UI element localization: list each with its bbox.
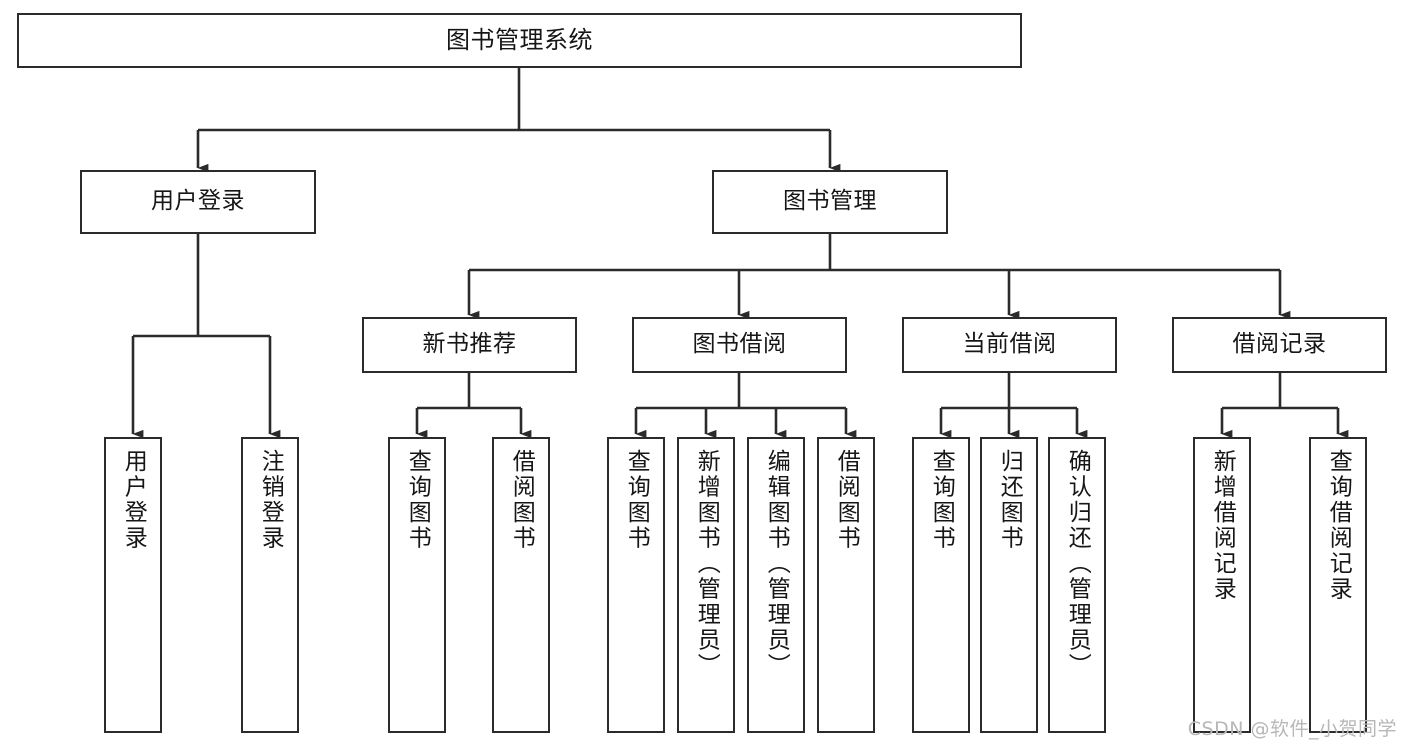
leaf-borrow-record-query[interactable]: 查询借阅记录 <box>1309 437 1367 733</box>
node-label: 新增借阅记录 <box>1209 449 1236 602</box>
node-label: 新书推荐 <box>422 331 517 358</box>
node-label: 查询图书 <box>404 449 431 551</box>
leaf-new-book-borrow[interactable]: 借阅图书 <box>492 437 550 733</box>
node-book-management[interactable]: 图书管理 <box>712 170 948 234</box>
leaf-current-borrow-query[interactable]: 查询图书 <box>912 437 970 733</box>
node-new-book-recommend[interactable]: 新书推荐 <box>362 317 577 373</box>
node-label: 借阅记录 <box>1232 331 1327 358</box>
node-label: 查询借阅记录 <box>1325 449 1352 602</box>
node-label: 用户登录 <box>151 188 245 215</box>
node-label: 查询图书 <box>928 449 955 551</box>
node-label: 图书管理 <box>783 188 877 215</box>
leaf-user-login-login[interactable]: 用户登录 <box>104 437 162 733</box>
node-label: 查询图书 <box>623 449 650 551</box>
node-label: 图书借阅 <box>692 331 787 358</box>
leaf-book-borrow-edit[interactable]: 编辑图书（管理员） <box>747 437 805 733</box>
node-label: 借阅图书 <box>508 449 535 551</box>
leaf-book-borrow-borrow[interactable]: 借阅图书 <box>817 437 875 733</box>
node-label: 用户登录 <box>120 449 147 551</box>
node-book-borrow[interactable]: 图书借阅 <box>632 317 847 373</box>
node-label: 注销登录 <box>257 449 284 551</box>
node-root-system[interactable]: 图书管理系统 <box>17 13 1022 68</box>
leaf-book-borrow-add[interactable]: 新增图书（管理员） <box>677 437 735 733</box>
node-label: 借阅图书 <box>833 449 860 551</box>
node-label: 编辑图书（管理员） <box>763 449 790 679</box>
leaf-current-borrow-return[interactable]: 归还图书 <box>980 437 1038 733</box>
leaf-new-book-query[interactable]: 查询图书 <box>388 437 446 733</box>
node-label: 新增图书（管理员） <box>693 449 720 679</box>
node-label: 图书管理系统 <box>446 26 593 55</box>
node-current-borrow[interactable]: 当前借阅 <box>902 317 1117 373</box>
leaf-user-login-logout[interactable]: 注销登录 <box>241 437 299 733</box>
node-label: 确认归还（管理员） <box>1064 449 1091 679</box>
node-label: 归还图书 <box>996 449 1023 551</box>
leaf-current-borrow-confirm-return[interactable]: 确认归还（管理员） <box>1048 437 1106 733</box>
csdn-watermark: CSDN @软件_小贺同学 <box>1187 718 1397 740</box>
leaf-book-borrow-query[interactable]: 查询图书 <box>607 437 665 733</box>
leaf-borrow-record-add[interactable]: 新增借阅记录 <box>1193 437 1251 733</box>
node-user-login[interactable]: 用户登录 <box>80 170 316 234</box>
node-borrow-record[interactable]: 借阅记录 <box>1172 317 1387 373</box>
node-label: 当前借阅 <box>962 331 1057 358</box>
